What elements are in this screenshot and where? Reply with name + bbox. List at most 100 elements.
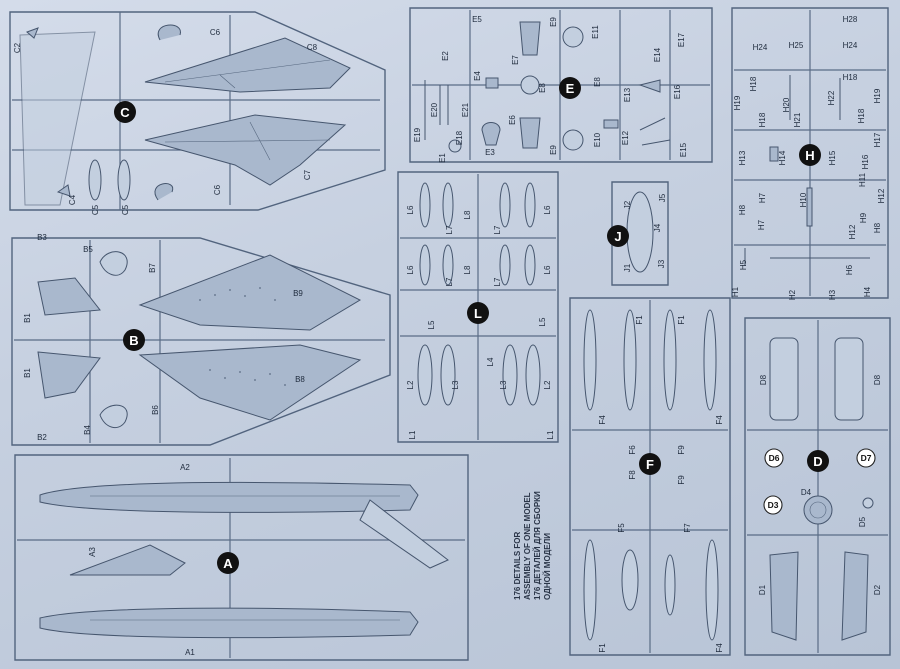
part-label: D7 — [861, 453, 872, 463]
part-b9-wing-upper — [138, 254, 362, 331]
part-label: L2 — [406, 380, 415, 389]
part-label: C8 — [307, 43, 318, 52]
part-e8-wheel — [520, 75, 540, 95]
part-label: F6 — [628, 445, 637, 455]
part-label: C6 — [213, 184, 222, 195]
part-label: D5 — [858, 516, 867, 527]
part-c8-wing-panel — [144, 37, 351, 93]
part-label: B6 — [151, 405, 160, 415]
part-a-intake-panel — [359, 499, 449, 569]
part-label: L1 — [546, 430, 555, 439]
part-label: C5 — [121, 204, 130, 215]
part-label: H17 — [873, 132, 882, 147]
part-label: E10 — [593, 132, 602, 147]
note-line-2: ASSEMBLY OF ONE MODEL — [523, 492, 532, 600]
part-c2-canopy-piece — [19, 31, 96, 206]
part-label: L4 — [486, 357, 495, 366]
part-label: C2 — [13, 42, 22, 53]
part-label: B2 — [37, 433, 47, 442]
part-label: L6 — [543, 265, 552, 274]
part-label: D6 — [769, 453, 780, 463]
part-label: A2 — [180, 463, 190, 472]
rivet-pattern-b — [199, 287, 286, 386]
part-e15-rod — [641, 139, 671, 146]
part-label: E6 — [508, 115, 517, 125]
part-a1-fuselage-half — [39, 607, 419, 639]
part-label: L6 — [406, 265, 415, 274]
part-label: H7 — [758, 192, 767, 203]
part-label: D2 — [873, 584, 882, 595]
part-label: C6 — [210, 28, 221, 37]
part-c5-pod-right — [117, 159, 131, 201]
part-a3-fin — [69, 544, 186, 576]
part-d1-intake — [769, 551, 799, 641]
part-label: E17 — [677, 32, 686, 47]
sprue-d-badge-label: D — [813, 454, 822, 469]
part-label: L3 — [499, 380, 508, 389]
ring-callout — [763, 495, 783, 515]
part-label: B3 — [37, 233, 47, 242]
sprue-j-badge-label: J — [614, 229, 621, 244]
note-line-3: 176 ДЕТАЛЕЙ ДЛЯ СБОРКИ — [533, 491, 542, 600]
part-label: L1 — [408, 430, 417, 439]
part-label: E4 — [473, 71, 482, 81]
part-label: H8 — [738, 204, 747, 215]
note-line-4: ОДНОЙ МОДЕЛИ — [543, 533, 552, 600]
part-c5-pod-left — [88, 159, 102, 201]
sprue-e-badge-label: E — [566, 81, 575, 96]
part-label: H20 — [782, 97, 791, 112]
part-label: D1 — [758, 584, 767, 595]
part-label: H19 — [733, 95, 742, 110]
part-d8-right — [834, 337, 864, 421]
part-e10-box — [603, 119, 619, 129]
part-label: B5 — [83, 245, 93, 254]
part-label: H11 — [858, 172, 867, 187]
part-label: E1 — [438, 153, 447, 163]
part-d5-disc — [862, 497, 874, 509]
part-c6-hook-top — [157, 24, 181, 41]
sprue-j-badge — [607, 225, 629, 247]
part-label: F1 — [677, 315, 686, 325]
part-label: H12 — [877, 188, 886, 203]
part-a2-fuselage-half — [39, 481, 419, 513]
part-label: H19 — [873, 88, 882, 103]
part-label: E9 — [549, 145, 558, 155]
bombs-l6-row — [419, 182, 536, 286]
part-e3-cup — [481, 122, 501, 146]
part-b1-fin-upper — [37, 277, 101, 316]
part-d8-left — [769, 337, 799, 421]
part-label: J4 — [653, 223, 662, 232]
part-d2-intake — [841, 551, 869, 641]
part-e4-bracket — [485, 77, 499, 89]
part-label: F4 — [715, 415, 724, 425]
sprue-e-badge — [559, 77, 581, 99]
part-label: B9 — [293, 289, 303, 298]
missiles-f-bottom — [583, 539, 719, 641]
part-label: L7 — [445, 225, 454, 234]
part-b8-wing-lower — [138, 344, 362, 421]
part-label: B1 — [23, 368, 32, 378]
part-e13-cone — [638, 79, 661, 93]
part-label: F5 — [617, 523, 626, 533]
sprue-b-badge-label: B — [129, 333, 138, 348]
sprue-f-badge-label: F — [646, 457, 654, 472]
part-label: H3 — [828, 289, 837, 300]
sprue-a-badge-label: A — [223, 556, 233, 571]
part-label: F9 — [677, 475, 686, 485]
part-label: B8 — [295, 375, 305, 384]
part-label: L5 — [427, 320, 436, 329]
part-label: H18 — [843, 73, 858, 82]
sprue-a-badge — [217, 552, 239, 574]
part-e7-block — [519, 21, 541, 56]
part-label: H22 — [827, 90, 836, 105]
part-c7-wing-panel — [144, 114, 347, 186]
part-label: E13 — [623, 87, 632, 102]
